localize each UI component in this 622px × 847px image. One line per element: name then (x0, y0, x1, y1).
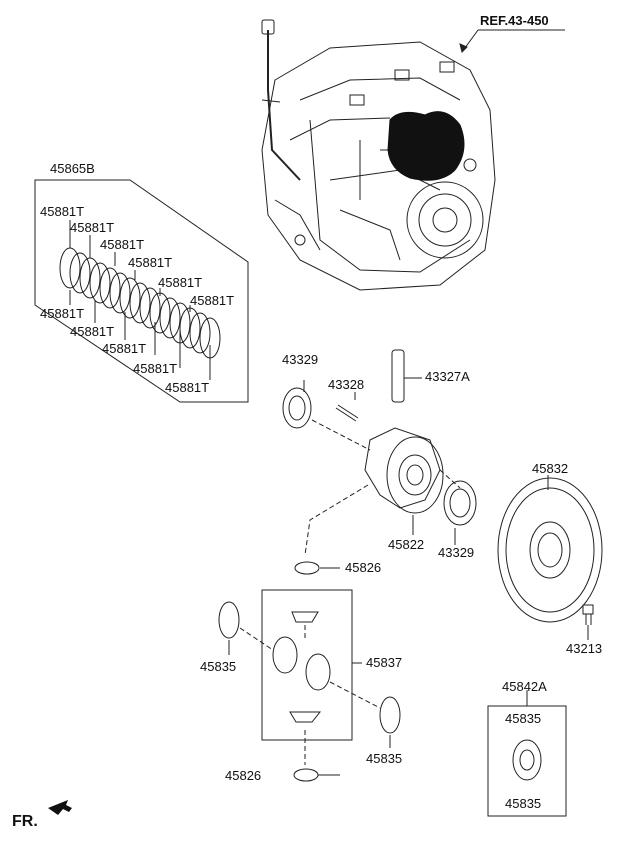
label-45832: 45832 (532, 461, 569, 476)
label-45881T-11: 45881T (165, 380, 210, 395)
label-45835-right: 45835 (366, 751, 403, 766)
front-arrow-icon (48, 800, 72, 815)
label-45881T-4: 45881T (128, 255, 173, 270)
clutch-plates (59, 247, 221, 359)
front-label: FR. (12, 813, 38, 830)
label-43213: 43213 (566, 641, 603, 656)
washer-45835-right (379, 696, 401, 734)
label-45835-left: 45835 (200, 659, 237, 674)
label-45881T-9: 45881T (102, 341, 147, 356)
pin-43327A (391, 349, 405, 403)
label-45826-top: 45826 (345, 560, 382, 575)
ring-gear-45832 (497, 477, 603, 623)
pinion-gears (272, 611, 331, 723)
washer-45835-left (218, 601, 240, 639)
differential-case (364, 427, 444, 514)
highlight-area (387, 111, 465, 181)
ref-label: REF.43-450 (480, 13, 549, 28)
plate-set-box (34, 179, 249, 403)
label-45842A: 45842A (502, 679, 547, 694)
label-45881T-6: 45881T (190, 293, 235, 308)
seal-43329-left (282, 387, 312, 429)
label-45822: 45822 (388, 537, 425, 552)
label-45865B: 45865B (50, 161, 95, 176)
label-45881T-10: 45881T (133, 361, 178, 376)
label-45881T-8: 45881T (70, 324, 115, 339)
seal-43329-right (443, 480, 477, 526)
label-45881T-5: 45881T (158, 275, 203, 290)
shaft-43328 (335, 404, 359, 422)
washer-45826-bottom (293, 768, 319, 782)
label-45835-kit-top: 45835 (505, 711, 542, 726)
transmission-assembly (261, 19, 496, 291)
label-43328: 43328 (328, 377, 365, 392)
label-45835-kit-bottom: 45835 (505, 796, 542, 811)
label-45881T-1: 45881T (40, 204, 85, 219)
label-45881T-3: 45881T (100, 237, 145, 252)
label-45837: 45837 (366, 655, 403, 670)
label-43327A: 43327A (425, 369, 470, 384)
label-45881T-2: 45881T (70, 220, 115, 235)
ref-leader-line (461, 29, 565, 53)
label-45881T-7: 45881T (40, 306, 85, 321)
label-43329-right: 43329 (438, 545, 475, 560)
label-45826-bottom: 45826 (225, 768, 262, 783)
washer-kit-washer (512, 739, 542, 781)
label-43329-left: 43329 (282, 352, 319, 367)
gear-set-box (261, 589, 353, 741)
washer-45826-top (294, 561, 320, 575)
bolt-43213 (582, 604, 594, 625)
